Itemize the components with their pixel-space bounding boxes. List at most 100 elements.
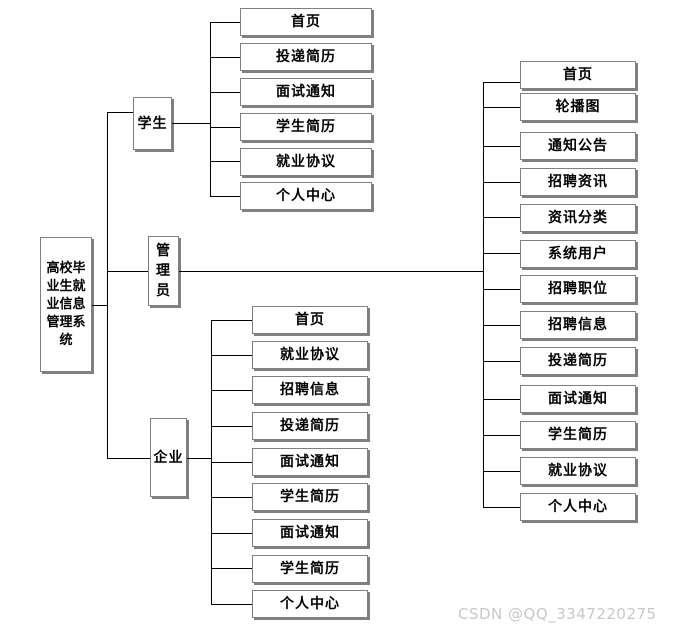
branch-node-enterprise-label: 企业: [153, 449, 184, 466]
connector-enterprise-to-bus: [187, 458, 211, 459]
connector-admin-item-2: [483, 146, 520, 147]
leaf-admin-system-user[interactable]: 系统用户: [520, 240, 636, 268]
csdn-watermark: CSDN @QQ_3347220275: [458, 605, 657, 623]
leaf-admin-home[interactable]: 首页: [520, 61, 636, 89]
connector-admin-item-5: [483, 253, 520, 254]
leaf-label: 招聘信息: [280, 381, 340, 398]
connector-enterprise-item-4: [211, 462, 252, 463]
connector-admin-item-8: [483, 361, 520, 362]
leaf-label: 首页: [295, 311, 325, 328]
connector-admin-item-3: [483, 182, 520, 183]
leaf-label: 资讯分类: [548, 209, 608, 226]
leaf-label: 投递简历: [276, 48, 336, 65]
leaf-label: 学生简历: [280, 488, 340, 505]
leaf-enterprise-interview-notice-2[interactable]: 面试通知: [252, 519, 368, 547]
leaf-label: 招聘信息: [548, 316, 608, 333]
leaf-enterprise-interview-notice[interactable]: 面试通知: [252, 448, 368, 476]
leaf-admin-personal-center[interactable]: 个人中心: [520, 493, 636, 521]
connector-admin-item-10: [483, 435, 520, 436]
leaf-enterprise-student-resume[interactable]: 学生简历: [252, 483, 368, 511]
connector-student-item-5: [210, 196, 240, 197]
leaf-admin-news-category[interactable]: 资讯分类: [520, 204, 636, 232]
leaf-enterprise-student-resume-2[interactable]: 学生简历: [252, 555, 368, 583]
leaf-admin-recruitment-info[interactable]: 招聘信息: [520, 311, 636, 339]
leaf-label: 学生简历: [280, 560, 340, 577]
branch-node-admin[interactable]: 管理员: [148, 236, 179, 306]
branch-node-student-label: 学生: [137, 115, 168, 132]
leaf-label: 个人中心: [548, 498, 608, 515]
leaf-label: 招聘资讯: [548, 173, 608, 190]
branch-node-admin-label: 管理员: [156, 243, 171, 299]
leaf-enterprise-recruitment-info[interactable]: 招聘信息: [252, 376, 368, 404]
leaf-student-resume[interactable]: 学生简历: [240, 113, 372, 141]
connector-enterprise-item-7: [211, 568, 252, 569]
connector-admin-item-0: [483, 82, 520, 83]
leaf-admin-employment-agreement[interactable]: 就业协议: [520, 457, 636, 485]
leaf-admin-submit-resume[interactable]: 投递简历: [520, 347, 636, 375]
connector-admin-item-6: [483, 289, 520, 290]
leaf-admin-job-position[interactable]: 招聘职位: [520, 275, 636, 303]
leaf-label: 通知公告: [548, 137, 608, 154]
connector-enterprise-item-5: [211, 497, 252, 498]
leaf-label: 学生简历: [548, 426, 608, 443]
connector-admin-item-12: [483, 507, 520, 508]
leaf-label: 系统用户: [548, 245, 608, 262]
connector-admin-item-11: [483, 471, 520, 472]
leaf-label: 招聘职位: [548, 280, 608, 297]
leaf-label: 投递简历: [280, 417, 340, 434]
leaf-label: 首页: [291, 13, 321, 30]
connector-spine-to-student: [107, 112, 133, 113]
leaf-label: 面试通知: [276, 83, 336, 100]
connector-student-item-0: [210, 22, 240, 23]
leaf-admin-interview-notice[interactable]: 面试通知: [520, 385, 636, 413]
leaf-admin-announcement[interactable]: 通知公告: [520, 132, 636, 160]
leaf-student-interview-notice[interactable]: 面试通知: [240, 78, 372, 106]
connector-student-to-bus: [172, 123, 210, 124]
connector-admin-item-9: [483, 399, 520, 400]
leaf-label: 就业协议: [276, 153, 336, 170]
leaf-label: 投递简历: [548, 352, 608, 369]
leaf-label: 个人中心: [276, 187, 336, 204]
connector-enterprise-item-0: [211, 320, 252, 321]
connector-admin-to-bus: [179, 271, 483, 272]
bus-admin-vertical: [483, 82, 484, 508]
leaf-student-employment-agreement[interactable]: 就业协议: [240, 148, 372, 176]
connector-enterprise-item-8: [211, 604, 252, 605]
leaf-enterprise-submit-resume[interactable]: 投递简历: [252, 412, 368, 440]
leaf-admin-recruitment-news[interactable]: 招聘资讯: [520, 168, 636, 196]
leaf-admin-carousel[interactable]: 轮播图: [520, 93, 636, 121]
connector-enterprise-item-3: [211, 426, 252, 427]
leaf-label: 个人中心: [280, 595, 340, 612]
leaf-label: 首页: [563, 66, 593, 83]
connector-enterprise-item-6: [211, 533, 252, 534]
leaf-enterprise-employment-agreement[interactable]: 就业协议: [252, 341, 368, 369]
root-node-system-title[interactable]: 高校毕业生就业信息管理系统: [40, 237, 92, 372]
connector-student-item-2: [210, 92, 240, 93]
spine-root-vertical: [107, 112, 108, 458]
connector-student-item-4: [210, 161, 240, 162]
leaf-student-home[interactable]: 首页: [240, 8, 372, 36]
connector-student-item-1: [210, 57, 240, 58]
leaf-label: 就业协议: [280, 346, 340, 363]
leaf-enterprise-home[interactable]: 首页: [252, 306, 368, 334]
connector-enterprise-item-2: [211, 390, 252, 391]
leaf-student-submit-resume[interactable]: 投递简历: [240, 43, 372, 71]
leaf-label: 轮播图: [555, 98, 601, 115]
connector-admin-item-4: [483, 217, 520, 218]
leaf-enterprise-personal-center[interactable]: 个人中心: [252, 590, 368, 618]
leaf-student-personal-center[interactable]: 个人中心: [240, 182, 372, 210]
leaf-admin-student-resume[interactable]: 学生简历: [520, 421, 636, 449]
branch-node-student[interactable]: 学生: [133, 97, 172, 150]
leaf-label: 就业协议: [548, 462, 608, 479]
branch-node-enterprise[interactable]: 企业: [150, 418, 187, 497]
connector-root-to-spine: [92, 305, 107, 306]
leaf-label: 面试通知: [280, 453, 340, 470]
leaf-label: 学生简历: [276, 118, 336, 135]
connector-enterprise-item-1: [211, 355, 252, 356]
root-node-label: 高校毕业生就业信息管理系统: [46, 260, 86, 348]
connector-admin-item-1: [483, 107, 520, 108]
leaf-label: 面试通知: [548, 390, 608, 407]
bus-student-vertical: [210, 22, 211, 196]
connector-spine-to-admin: [107, 271, 148, 272]
